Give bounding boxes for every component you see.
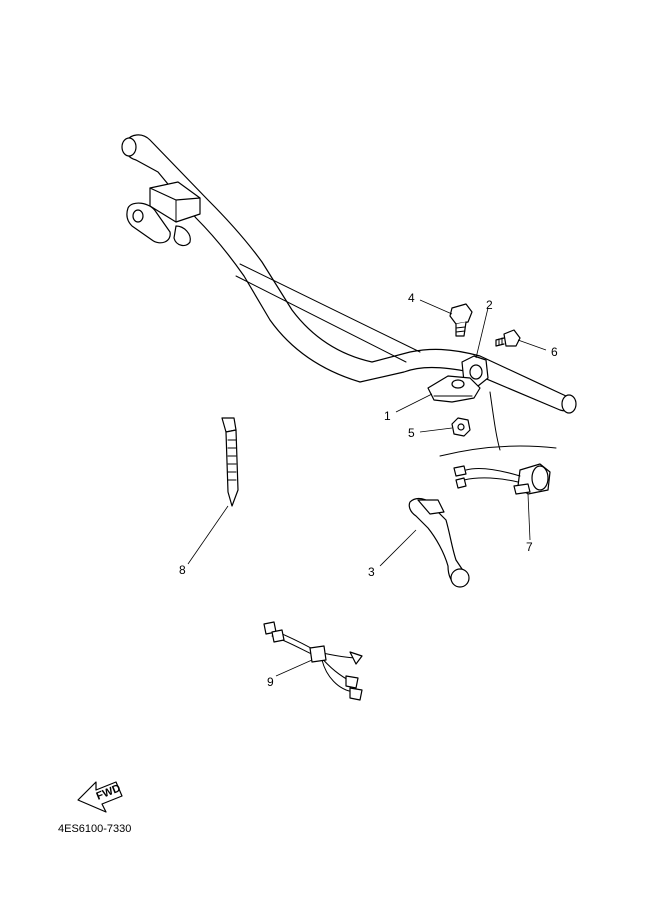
callout-6: 6 xyxy=(551,345,558,359)
callout-7: 7 xyxy=(526,540,533,554)
lever-bracket-1 xyxy=(427,375,481,403)
bolt-4 xyxy=(449,303,473,337)
nut-5 xyxy=(451,417,471,437)
handlebar xyxy=(121,134,577,414)
part-code: 4ES6100-7330 xyxy=(58,823,131,835)
callout-4: 4 xyxy=(408,291,415,305)
screw-6 xyxy=(495,329,521,347)
cable-tie-8 xyxy=(221,417,239,507)
wire-harness-9 xyxy=(263,621,363,701)
lever-3 xyxy=(408,497,470,588)
callout-labels: 1 2 3 4 5 6 7 8 9 xyxy=(179,291,558,689)
leader-lines xyxy=(187,299,547,677)
callout-5: 5 xyxy=(408,426,415,440)
switch-7 xyxy=(439,391,557,495)
callout-9: 9 xyxy=(267,675,274,689)
callout-8: 8 xyxy=(179,563,186,577)
fwd-arrow-icon: FWD xyxy=(77,781,123,813)
callout-3: 3 xyxy=(368,565,375,579)
callout-2: 2 xyxy=(486,298,493,312)
callout-1: 1 xyxy=(384,409,391,423)
